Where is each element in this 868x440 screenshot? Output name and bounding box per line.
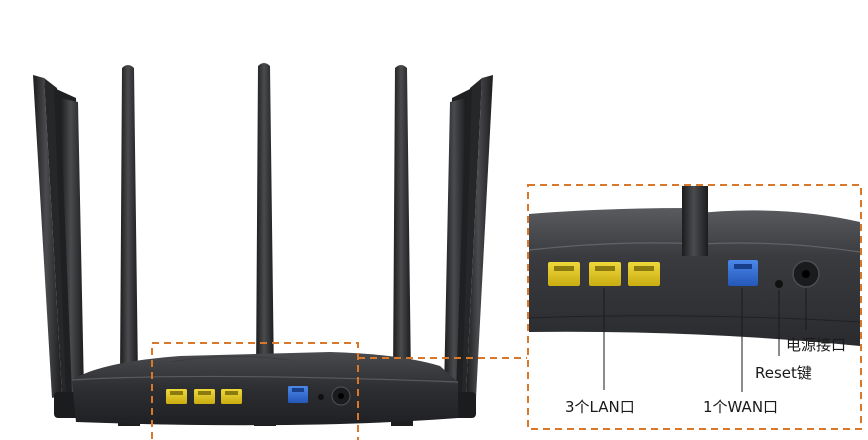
main-lan-ports: [166, 389, 242, 404]
antenna-left-outer: [33, 75, 84, 398]
zoom-callout: [527, 184, 862, 430]
callout-frame: [527, 184, 862, 430]
zoom-antenna-base: [682, 186, 708, 256]
zoom-lan-ports: [548, 262, 660, 286]
zoom-reset-hole: [775, 280, 783, 288]
lan-ports-label: 3个LAN口: [565, 398, 635, 416]
main-power-jack: [331, 386, 351, 406]
pointer-lines: [603, 288, 807, 392]
main-wan-port: [288, 386, 308, 403]
wan-port-label: 1个WAN口: [703, 398, 779, 416]
antenna-right-outer: [444, 75, 493, 398]
zoom-power-jack: [792, 260, 820, 288]
highlight-box: [151, 342, 359, 440]
power-jack-label: 电源接口: [786, 336, 847, 354]
router: [33, 63, 493, 440]
reset-button-label: Reset键: [755, 364, 812, 382]
main-reset-hole: [318, 394, 324, 400]
router-body: [71, 352, 459, 426]
zoom-wan-port: [728, 260, 758, 286]
